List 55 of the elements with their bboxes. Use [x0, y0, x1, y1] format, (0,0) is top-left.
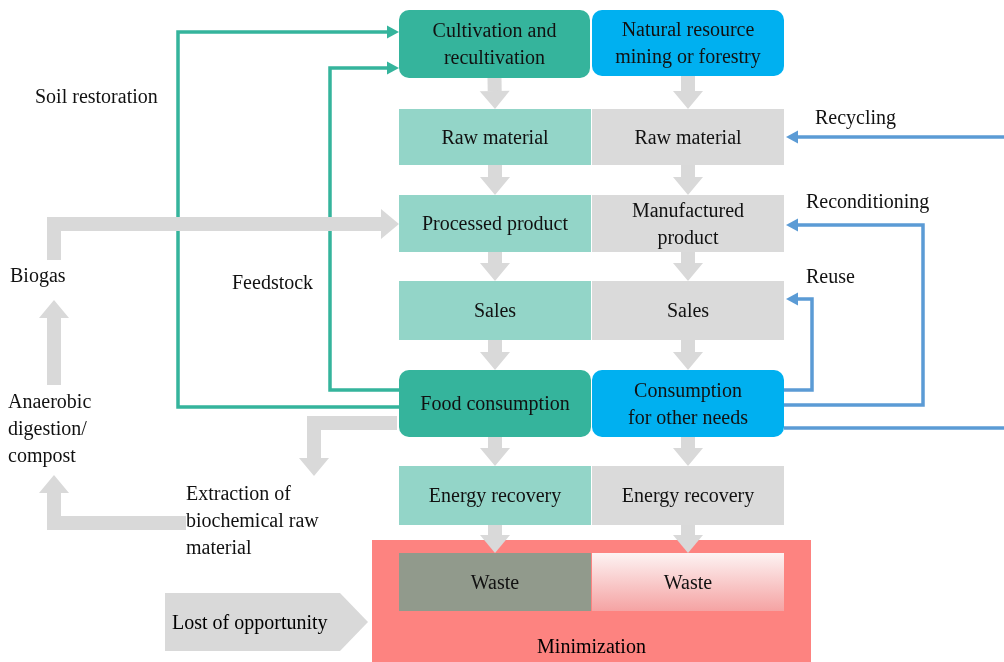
- block-arrow: [299, 416, 397, 476]
- process-box: [592, 195, 784, 252]
- block-arrow: [39, 475, 186, 530]
- box-label: Sales: [666, 298, 710, 323]
- block-arrow: [480, 252, 510, 281]
- block-arrow: [480, 340, 510, 370]
- block-arrow: [39, 300, 69, 385]
- process-box: [399, 370, 591, 437]
- process-box: [592, 466, 784, 525]
- block-arrow: [47, 209, 399, 260]
- block-arrow: [480, 437, 510, 466]
- block-arrow: [480, 525, 510, 553]
- box-label: Sales: [473, 298, 517, 323]
- chevron-label: Lost of opportunity: [172, 610, 328, 634]
- arrow: [784, 292, 814, 392]
- box-label: Cultivation and recultivation: [431, 18, 558, 70]
- process-box: [399, 109, 591, 165]
- process-box: [592, 10, 784, 76]
- process-box: [399, 10, 590, 78]
- block-arrow: [673, 525, 703, 553]
- box-label: Processed product: [421, 211, 569, 237]
- arrow: [328, 61, 399, 392]
- process-box: [592, 281, 784, 340]
- process-box: [399, 466, 591, 525]
- minimization-panel: [372, 540, 811, 662]
- box-label: Raw material: [634, 124, 742, 150]
- arrow: [176, 25, 399, 409]
- box-label: Manufactured product: [630, 197, 746, 251]
- arrow: [786, 130, 1004, 144]
- block-arrow: [479, 77, 510, 109]
- node-text: Extraction of biochemical raw material: [186, 480, 348, 564]
- box-label: Raw material: [441, 124, 549, 150]
- block-arrow: [673, 340, 703, 370]
- block-arrow: [673, 76, 703, 109]
- box-label: Natural resource mining or forestry: [614, 17, 762, 70]
- process-box: [592, 370, 784, 437]
- box-label: Energy recovery: [621, 483, 755, 509]
- box-label: Waste: [470, 569, 520, 595]
- process-box: [399, 195, 591, 252]
- process-box: [399, 553, 591, 611]
- panel-label: Minimization: [536, 634, 647, 658]
- box-label: Energy recovery: [428, 483, 562, 509]
- node-text: Anaerobic digestion/ compost: [8, 388, 120, 474]
- box-label: Waste: [663, 569, 713, 595]
- arrow: [784, 218, 925, 407]
- box-label: Food consumption: [420, 391, 570, 417]
- block-arrow: [673, 252, 703, 281]
- process-box: [592, 553, 784, 611]
- block-arrow: [673, 437, 703, 466]
- block-arrow: [673, 165, 703, 195]
- block-arrow: [480, 165, 510, 195]
- process-box: [399, 281, 591, 340]
- node-text: Biogas: [10, 262, 90, 292]
- process-box: [592, 109, 784, 165]
- box-label: Consumption for other needs: [627, 377, 749, 430]
